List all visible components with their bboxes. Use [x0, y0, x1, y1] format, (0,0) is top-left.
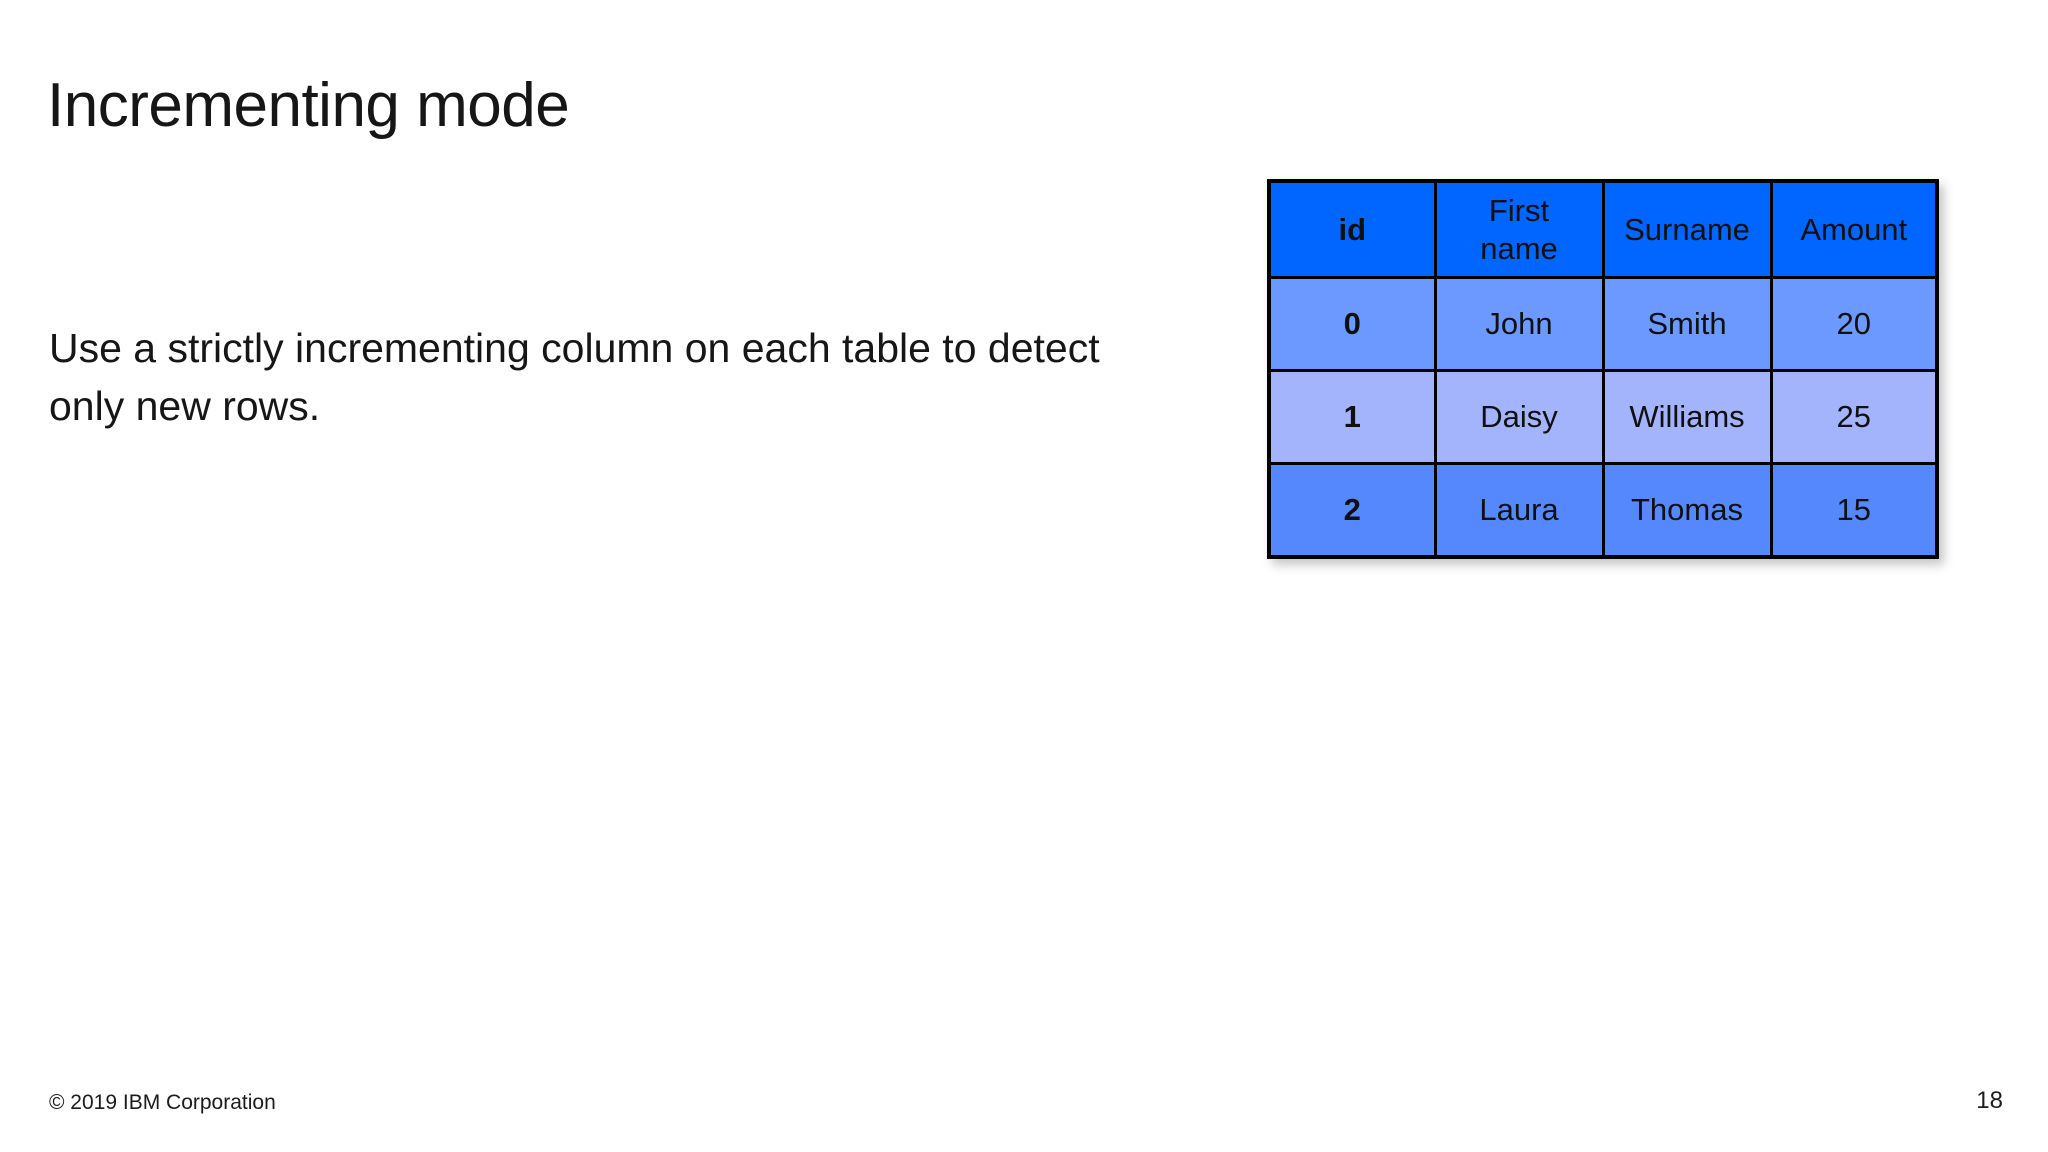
- column-header-surname: Surname: [1601, 179, 1773, 279]
- cell-surname: Smith: [1601, 276, 1773, 372]
- body-text: Use a strictly incrementing column on ea…: [49, 325, 1100, 430]
- cell-amount: 20: [1769, 276, 1939, 372]
- cell-surname: Williams: [1601, 369, 1773, 465]
- table-body: 0 John Smith 20 1 Daisy Williams 25 2 La…: [1267, 276, 1939, 559]
- column-header-first-name-line1: First: [1488, 192, 1550, 228]
- column-header-first-name: First name: [1433, 179, 1605, 279]
- data-table: id First name Surname Amount 0 John Smit…: [1267, 179, 1939, 559]
- table-row: 2 Laura Thomas 15: [1267, 462, 1939, 559]
- data-table-container: id First name Surname Amount 0 John Smit…: [1267, 179, 1939, 559]
- cell-amount: 15: [1769, 462, 1939, 559]
- cell-first: Laura: [1433, 462, 1605, 559]
- table-header-row: id First name Surname Amount: [1267, 179, 1939, 279]
- column-header-id: id: [1267, 179, 1437, 279]
- column-header-first-name-line2: name: [1480, 230, 1558, 266]
- footer-copyright: © 2019 IBM Corporation: [49, 1091, 276, 1114]
- table-row: 0 John Smith 20: [1267, 276, 1939, 372]
- page-title: Incrementing mode: [47, 70, 570, 140]
- cell-amount: 25: [1769, 369, 1939, 465]
- cell-first: John: [1433, 276, 1605, 372]
- cell-first: Daisy: [1433, 369, 1605, 465]
- cell-surname: Thomas: [1601, 462, 1773, 559]
- cell-id: 0: [1267, 276, 1437, 372]
- column-header-amount: Amount: [1769, 179, 1939, 279]
- page-number: 18: [1976, 1087, 2003, 1114]
- table-row: 1 Daisy Williams 25: [1267, 369, 1939, 465]
- cell-id: 2: [1267, 462, 1437, 559]
- cell-id: 1: [1267, 369, 1437, 465]
- table-header: id First name Surname Amount: [1267, 179, 1939, 279]
